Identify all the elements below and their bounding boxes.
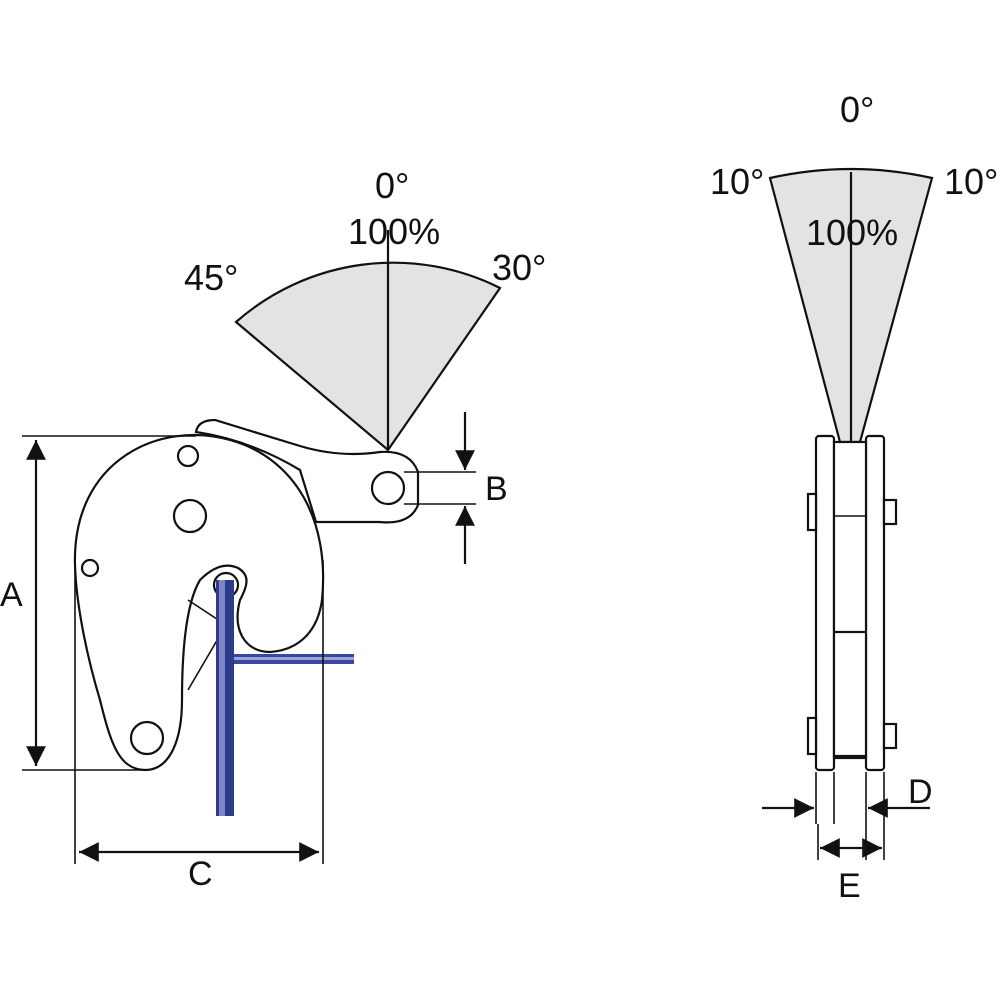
pivot-hole-bottom [129, 720, 165, 756]
side-angle-sector [234, 261, 502, 452]
bolt-head-tr [882, 498, 898, 526]
shackle-hole [370, 470, 406, 506]
pivot-hole-top [176, 444, 200, 468]
dimension-d-label: D [908, 773, 933, 811]
dimension-c-label: C [188, 855, 213, 893]
side-angle-left-label: 45° [184, 257, 238, 298]
front-center-cam [832, 440, 868, 760]
dimension-c: C [74, 560, 324, 893]
front-right-plate [864, 434, 886, 772]
side-capacity-label: 100% [348, 211, 440, 252]
front-view: D E 0° 10° 10° 100% [710, 89, 998, 905]
dimension-a-label: A [0, 576, 23, 614]
small-hole [80, 558, 100, 578]
front-angle-left-label: 10° [710, 161, 764, 202]
bolt-head-bl [806, 716, 818, 756]
side-angle-right-label: 30° [492, 247, 546, 288]
clamp-lever [194, 418, 420, 524]
side-view: A B C 0° 100% 45° 30° [0, 165, 546, 893]
pivot-hole-mid [172, 498, 208, 534]
dimension-b: B [404, 412, 508, 564]
dimension-a: A [0, 435, 196, 771]
front-angle-top-label: 0° [840, 89, 874, 130]
front-angle-right-label: 10° [944, 161, 998, 202]
dimension-d: D [762, 772, 933, 860]
front-left-plate [814, 434, 836, 772]
dimension-e: E [817, 824, 882, 905]
dimension-b-label: B [485, 470, 508, 508]
clamp-body [73, 433, 325, 772]
bolt-head-tl [806, 492, 818, 532]
dimension-e-label: E [838, 867, 861, 905]
front-capacity-label: 100% [806, 212, 898, 253]
clamped-plate [216, 580, 354, 816]
side-angle-top-label: 0° [375, 165, 409, 206]
bolt-head-br [882, 722, 898, 750]
